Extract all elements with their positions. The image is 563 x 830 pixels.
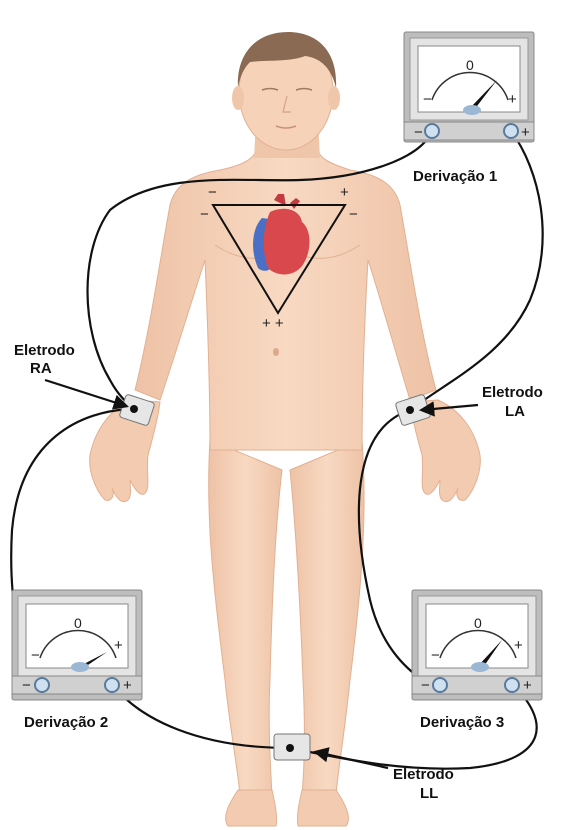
electrode-la-contact	[406, 406, 414, 414]
meter-lead3-plus: +	[514, 637, 523, 654]
label-electrode-ra: Eletrodo RA	[14, 342, 126, 406]
meter-lead1-plus: +	[508, 91, 517, 108]
meter-lead1-terminal-minus-sign: −	[414, 124, 423, 141]
meter-lead1-terminal-minus	[425, 124, 439, 138]
label-la-line1: Eletrodo	[482, 384, 543, 401]
meter-lead1-terminal-plus	[504, 124, 518, 138]
label-ll-line2: LL	[420, 785, 438, 802]
triangle-sign-right: −	[349, 206, 358, 223]
meter-lead2-pivot	[71, 662, 89, 672]
electrode-ra-contact	[130, 405, 138, 413]
meter-lead2: 0 − + − + Derivação 2	[12, 590, 142, 731]
meter-lead2-plus: +	[114, 637, 123, 654]
triangle-sign-top-left: −	[208, 184, 217, 201]
meter-lead1-zero: 0	[466, 57, 474, 73]
meter-lead1-label: Derivação 1	[413, 168, 497, 185]
triangle-sign-left: −	[200, 206, 209, 223]
meter-lead1-pivot	[463, 105, 481, 115]
meter-lead2-label: Derivação 2	[24, 714, 108, 731]
triangle-sign-bottom: + +	[262, 315, 284, 332]
meter-lead2-terminal-plus-sign: +	[123, 677, 132, 694]
right-foot	[297, 790, 348, 826]
meter-lead2-screen	[26, 604, 128, 668]
left-foot	[226, 790, 277, 826]
meter-lead1-minus: −	[423, 91, 432, 108]
label-la-line2: LA	[505, 403, 525, 420]
meter-lead2-terminal-minus	[35, 678, 49, 692]
meter-lead2-terminal-minus-sign: −	[22, 677, 31, 694]
label-ll-line1: Eletrodo	[393, 766, 454, 783]
label-ra-line1: Eletrodo	[14, 342, 75, 359]
meter-lead3: 0 − + − + Derivação 3	[412, 590, 542, 731]
meter-lead3-terminal-plus	[505, 678, 519, 692]
electrode-ll	[274, 734, 310, 760]
meter-lead3-screen	[426, 604, 528, 668]
human-figure	[90, 32, 481, 826]
electrode-ll-contact	[286, 744, 294, 752]
navel	[273, 348, 279, 356]
meter-lead3-terminal-plus-sign: +	[523, 677, 532, 694]
arrow-ra	[45, 380, 126, 406]
meter-lead2-terminal-plus	[105, 678, 119, 692]
meter-lead1: 0 − + − + Derivação 1	[404, 32, 534, 185]
meter-lead3-terminal-minus-sign: −	[421, 677, 430, 694]
meter-lead2-minus: −	[31, 647, 40, 664]
meter-lead1-screen	[418, 46, 520, 112]
meter-lead2-zero: 0	[74, 615, 82, 631]
meter-lead3-zero: 0	[474, 615, 482, 631]
meter-lead1-terminal-plus-sign: +	[521, 124, 530, 141]
meter-lead3-minus: −	[431, 647, 440, 664]
meter-lead3-label: Derivação 3	[420, 714, 504, 731]
left-ear	[232, 86, 244, 110]
meter-lead3-pivot	[471, 662, 489, 672]
label-ra-line2: RA	[30, 360, 52, 377]
meter-lead3-terminal-minus	[433, 678, 447, 692]
right-ear	[328, 86, 340, 110]
triangle-sign-top-right: +	[340, 184, 349, 201]
